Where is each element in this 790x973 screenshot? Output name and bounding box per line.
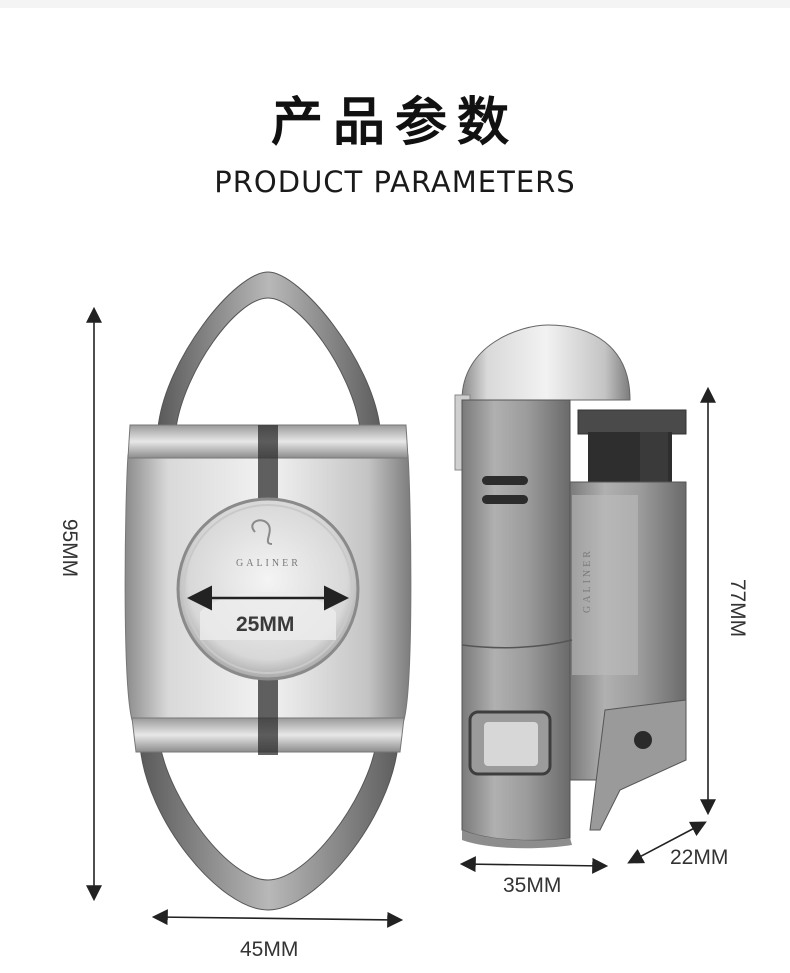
lighter-height-label: 77MM	[726, 578, 750, 638]
cutter-height-label: 95MM	[58, 518, 82, 578]
torch-lighter	[454, 324, 687, 849]
page-title: 产品参数	[270, 93, 519, 153]
lighter-width-dimension	[459, 856, 609, 874]
lighter-brand: GALINER	[581, 548, 593, 613]
cutter-width-label: 45MM	[240, 938, 299, 961]
top-band	[0, 0, 790, 8]
cutter-blade-label: 25MM	[236, 613, 295, 636]
cutter-brand: GALINER	[236, 558, 301, 569]
cutter-width-dimension	[151, 909, 404, 928]
lighter-width-label: 35MM	[503, 874, 562, 897]
lighter-depth-dimension	[627, 821, 707, 864]
cigar-cutter	[124, 271, 412, 911]
lighter-depth-label: 22MM	[670, 846, 729, 869]
page-subtitle: PRODUCT PARAMETERS	[214, 165, 576, 199]
